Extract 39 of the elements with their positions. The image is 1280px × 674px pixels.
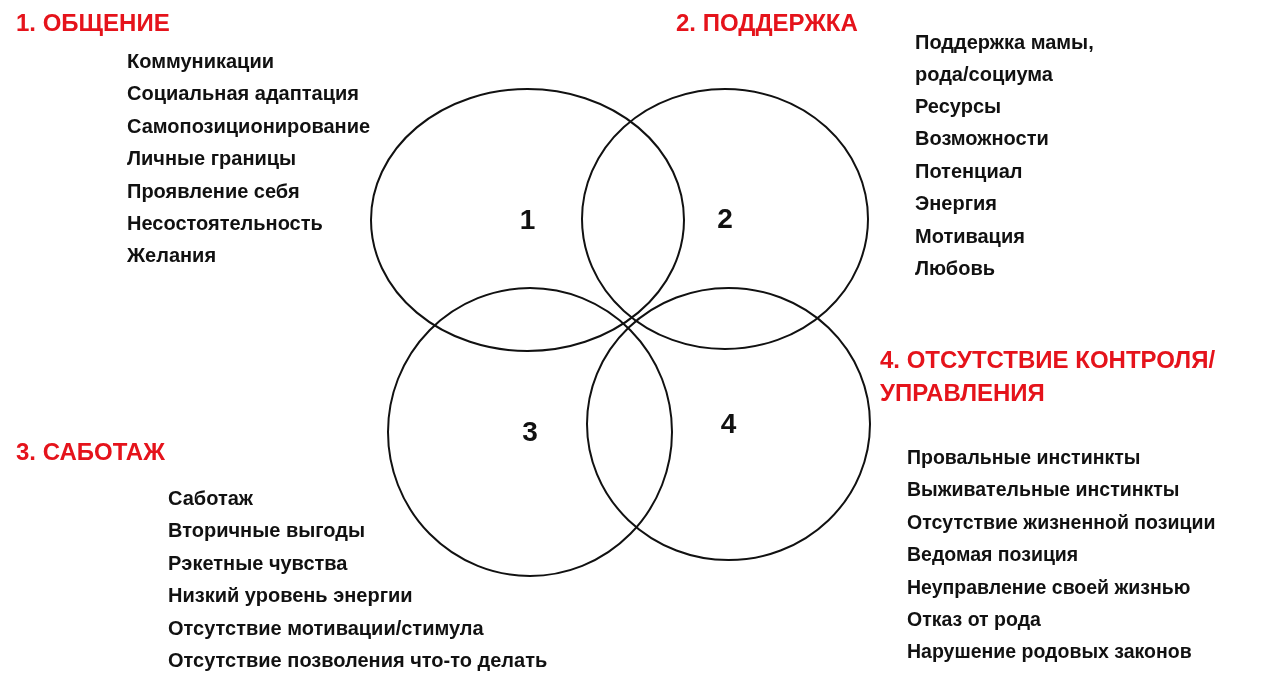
- list-item: Отсутствие мотивации/стимула: [168, 615, 484, 641]
- list-item: Любовь: [915, 256, 995, 281]
- list-item: Потенциал: [915, 158, 1023, 184]
- section-heading: 4. ОТСУТСТВИЕ КОНТРОЛЯ/ УПРАВЛЕНИЯ: [880, 345, 1217, 408]
- list-item: Отказ от рода: [907, 607, 1041, 632]
- list-item: Ведомая позиция: [907, 542, 1079, 568]
- list-item: Проявление себя: [127, 178, 300, 204]
- list-item: Рэкетные чувства: [168, 550, 348, 576]
- list-item: Ресурсы: [915, 94, 1002, 119]
- circle-number: 1: [519, 203, 536, 237]
- list-item: Выживательные инстинкты: [907, 477, 1180, 503]
- list-item: Нарушение родовых законов: [907, 639, 1192, 665]
- section-heading: 2. ПОДДЕРЖКА: [676, 8, 859, 38]
- list-item: Вторичные выгоды: [168, 518, 366, 544]
- list-item: Провальные инстинкты: [907, 445, 1141, 470]
- list-item: Несостоятельность: [127, 211, 323, 236]
- list-item: Неуправление своей жизнью: [907, 574, 1191, 600]
- venn-circle: [586, 287, 871, 561]
- list-item: Коммуникации: [127, 49, 274, 74]
- list-item: Низкий уровень энергии: [168, 583, 413, 609]
- list-item: Самопозиционирование: [127, 113, 371, 139]
- list-item: Мотивация: [915, 223, 1025, 249]
- list-item: Поддержка мамы, рода/социума: [915, 30, 1095, 87]
- section-heading: 3. САБОТАЖ: [16, 437, 166, 467]
- list-item: Желания: [127, 243, 217, 269]
- circle-number: 3: [522, 415, 538, 449]
- venn-circle: [370, 88, 685, 352]
- list-item: Отсутствие жизненной позиции: [907, 509, 1216, 535]
- list-item: Энергия: [915, 191, 997, 217]
- list-item: Личные границы: [127, 146, 297, 172]
- circle-number: 4: [720, 407, 737, 441]
- venn-circle: [387, 287, 673, 577]
- venn-circle: [581, 88, 869, 350]
- list-item: Социальная адаптация: [127, 81, 359, 107]
- list-item: Отсутствие позволения что-то делать: [168, 648, 548, 673]
- list-item: Возможности: [915, 126, 1049, 152]
- section-heading: 1. ОБЩЕНИЕ: [16, 8, 171, 38]
- circle-number: 2: [717, 202, 733, 236]
- list-item: Саботаж: [168, 486, 253, 511]
